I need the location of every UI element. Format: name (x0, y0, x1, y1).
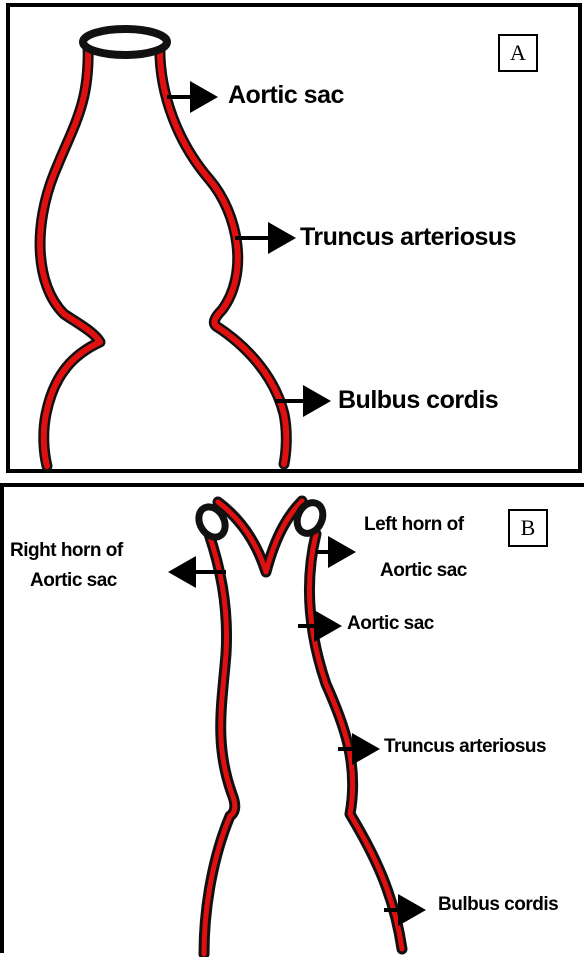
panel-a-label-truncus-arteriosus: Truncus arteriosus (300, 223, 516, 252)
panel-a-label-bulbus-cordis: Bulbus cordis (338, 386, 498, 415)
panel-b-vessel (194, 498, 402, 954)
panel-b-label-left-horn-line2: Aortic sac (380, 560, 467, 582)
panel-a-top-opening (83, 29, 167, 55)
panel-b-label-bulbus-cordis: Bulbus cordis (438, 894, 558, 916)
panel-a-label-aortic-sac: Aortic sac (228, 81, 344, 110)
panel-a-left-wall (40, 44, 100, 466)
panel-b-label-truncus-arteriosus: Truncus arteriosus (384, 736, 546, 758)
panel-b-arrows (172, 552, 422, 910)
panel-b-label-aortic-sac: Aortic sac (347, 613, 434, 635)
panel-a: A Aortic sac Truncus arteriosus Bulbus c… (6, 3, 582, 473)
panel-b-label-left-horn-line1: Left horn of (364, 514, 464, 536)
panel-b: B Right horn of Ao (0, 483, 584, 953)
panel-b-label-right-horn-line1: Right horn of (10, 540, 123, 562)
panel-b-label-right-horn-line2: Aortic sac (30, 570, 117, 592)
